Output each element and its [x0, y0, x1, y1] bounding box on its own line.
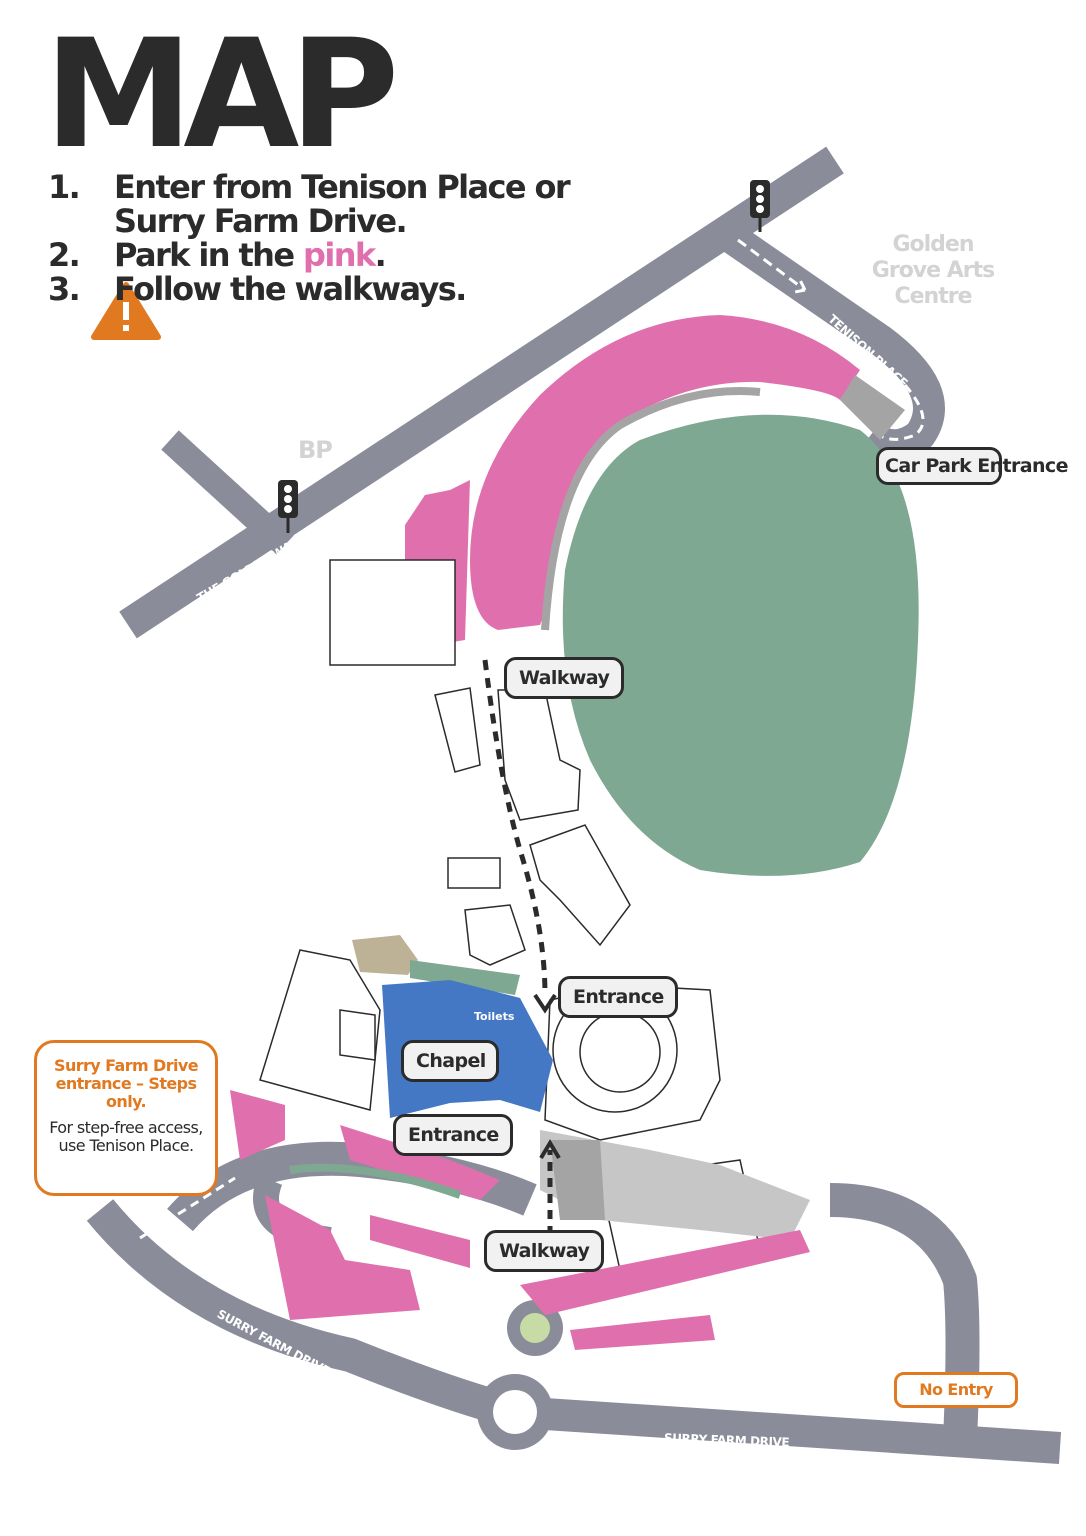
walkway-arrow-south: [539, 1139, 561, 1160]
beige-area: [352, 935, 418, 975]
bp-side-road: [161, 430, 294, 555]
step-text: Enter from Tenison Place or Surry Farm D…: [114, 168, 571, 240]
tenison-direction-arrow: [737, 238, 807, 294]
car-park-entrance-label: Car Park Entrance: [876, 447, 1068, 485]
tenison-loop-arrow: [874, 384, 925, 441]
walkway-path-north: [482, 659, 548, 996]
car-parks-south: [230, 1090, 810, 1350]
step-3: 3. Follow the walkways.: [48, 272, 584, 306]
step-number: 2.: [48, 236, 81, 274]
oval: [562, 414, 919, 876]
traffic-light-icon: [750, 180, 770, 232]
steps-warning-box: Surry Farm Drive entrance – Steps only. …: [34, 1040, 218, 1196]
car-park-north-edge: [541, 386, 761, 631]
step-text-before: Park in the: [114, 236, 304, 274]
stairs: [550, 1140, 605, 1220]
tenison-place-road: [722, 224, 945, 462]
bp-label: BP: [298, 436, 333, 464]
chapel-label: Chapel: [401, 1040, 499, 1082]
no-entry-label: No Entry: [894, 1372, 1018, 1408]
arts-centre-label: Golden Grove Arts Centre: [871, 232, 995, 309]
step-text: Park in the pink.: [114, 236, 387, 274]
walkway-arrow-north: [533, 993, 557, 1014]
surry-farm-drive-south: [513, 1396, 1062, 1464]
golden-way-road: [119, 146, 844, 639]
warning-heading: Surry Farm Drive entrance – Steps only.: [54, 1056, 199, 1111]
toilets-label: Toilets: [474, 1010, 515, 1023]
warning-body: For step-free access, use Tenison Place.: [49, 1118, 203, 1155]
step-text: Follow the walkways.: [114, 270, 467, 308]
small-roundabout-centre: [520, 1313, 550, 1343]
green-strip: [410, 960, 520, 995]
roundabout-centre: [493, 1390, 537, 1434]
surry-farm-drive-west: [86, 1199, 520, 1429]
step-number: 1.: [48, 168, 81, 206]
page-title: MAP: [44, 8, 399, 182]
step-highlight: pink: [303, 236, 376, 274]
traffic-light-icon: [278, 480, 298, 533]
instructions-list: 1. Enter from Tenison Place or Surry Far…: [48, 170, 584, 306]
warning-triangle-icon: [91, 282, 161, 340]
entrance-label: Entrance: [558, 976, 678, 1018]
entrance-label: Entrance: [393, 1114, 513, 1156]
step-1: 1. Enter from Tenison Place or Surry Far…: [48, 170, 584, 238]
step-2: 2. Park in the pink.: [48, 238, 584, 272]
service-area-south: [540, 1130, 810, 1240]
step-text-after: .: [374, 236, 387, 274]
walkway-label: Walkway: [504, 657, 624, 699]
walkway-label: Walkway: [484, 1230, 604, 1272]
green-loop-strip: [289, 1163, 462, 1199]
step-number: 3.: [48, 270, 81, 308]
car-park-north-grey: [840, 375, 905, 440]
car-park-north: [470, 315, 860, 630]
